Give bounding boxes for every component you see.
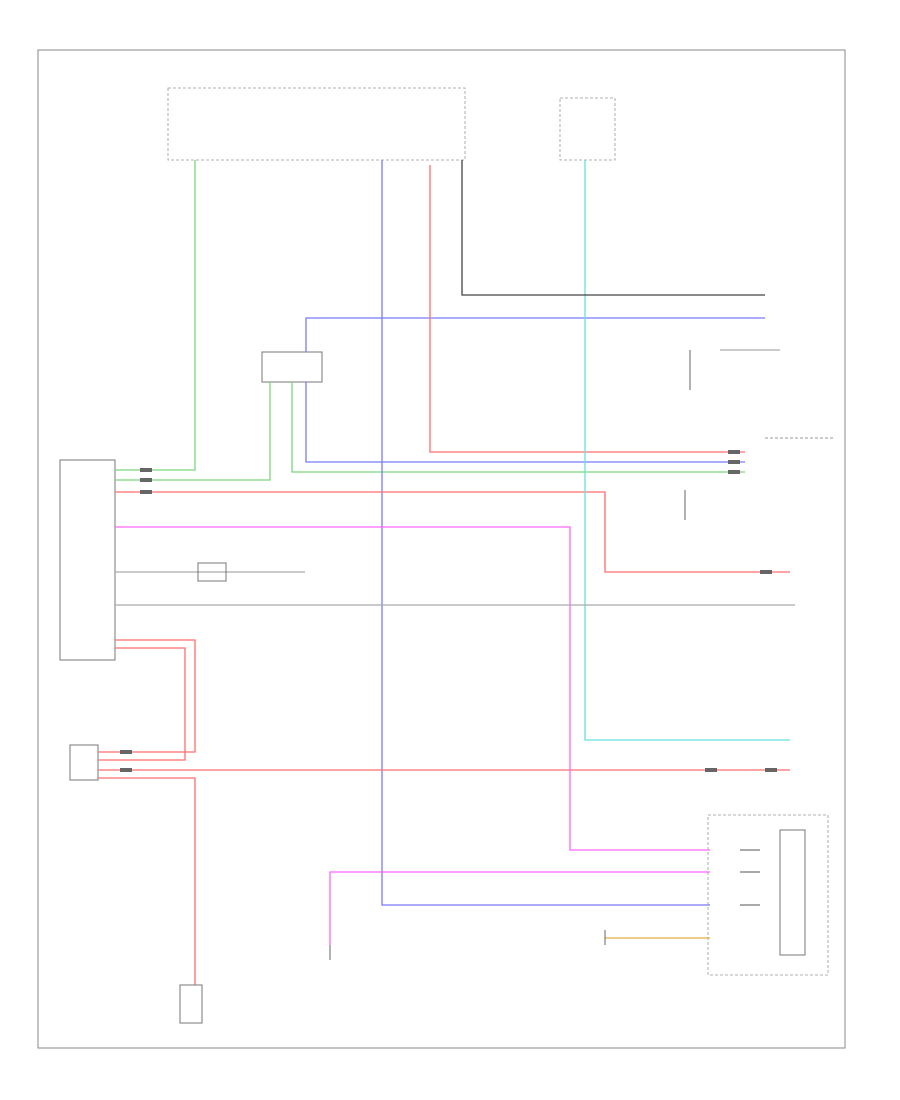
meter-inner-box (779, 829, 806, 956)
connector-mark-2 (140, 478, 152, 482)
ecm-box (59, 459, 116, 661)
wire-pink-1 (115, 526, 710, 851)
connector-mark-8 (120, 750, 132, 754)
connector-mark-7 (760, 570, 772, 574)
wire-red-4 (98, 647, 186, 761)
wire-green-2 (115, 382, 271, 481)
wire-green-3 (291, 382, 745, 473)
wire-green-1 (115, 160, 196, 471)
combination-meter-box (707, 814, 829, 976)
sensor-component (179, 984, 203, 1024)
wire-blue-2 (305, 317, 765, 352)
wire-cyan (584, 160, 790, 741)
connector-mark-10 (705, 768, 717, 772)
wire-blue-1 (381, 160, 710, 906)
connector-mark-9 (120, 768, 132, 772)
wire-black (461, 160, 765, 296)
wire-red-1 (429, 165, 745, 453)
wire-red-2 (115, 491, 790, 573)
fuse-box-left (167, 87, 466, 161)
wire-red-6 (98, 777, 196, 985)
connector-mark-3 (140, 490, 152, 494)
diagram-frame (37, 49, 846, 1049)
meter-switches (740, 849, 760, 906)
connector-mark-1 (140, 468, 152, 472)
wire-red-3 (98, 639, 196, 753)
inline-relay (197, 562, 227, 582)
relay-box (261, 351, 323, 383)
connector-mark-11 (765, 768, 777, 772)
fuse-box-right (559, 97, 616, 161)
connector-mark-5 (728, 460, 740, 464)
connector-box-left (69, 744, 99, 781)
connector-mark-4 (728, 450, 740, 454)
connector-mark-6 (728, 470, 740, 474)
wire-pink-2 (329, 871, 710, 945)
wire-blue-3 (305, 382, 745, 463)
